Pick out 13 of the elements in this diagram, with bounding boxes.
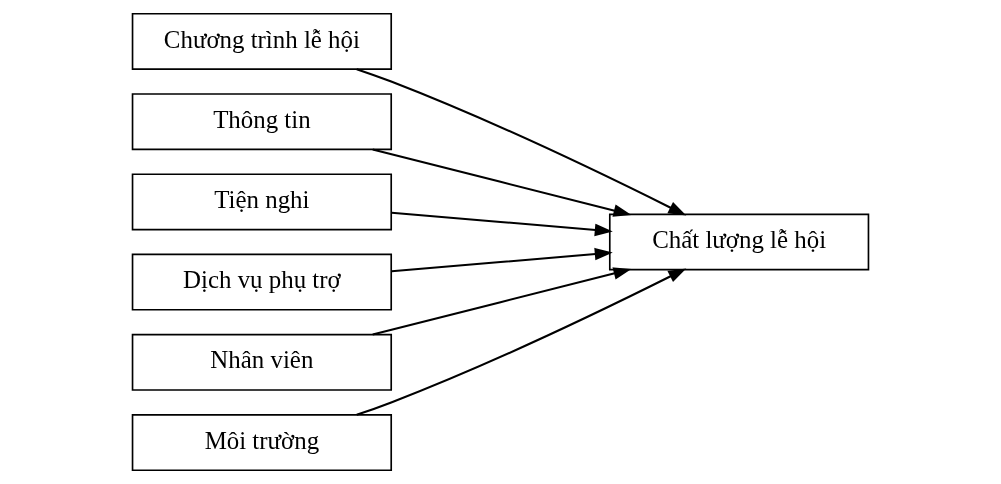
node-box: Chương trình lễ hội <box>131 12 393 70</box>
arrow <box>372 148 632 217</box>
node-box: Thông tin <box>131 93 393 151</box>
node-box: Dịch vụ phụ trợ <box>131 253 393 311</box>
node-box: Chất lượng lễ hội <box>608 213 870 271</box>
arrow <box>356 268 687 416</box>
arrow <box>372 267 632 336</box>
arrow <box>391 211 613 237</box>
arrow <box>391 247 613 273</box>
arrow <box>356 68 687 216</box>
node-box: Môi trường <box>131 414 393 472</box>
node-box: Tiện nghi <box>131 173 393 231</box>
node-box: Nhân viên <box>131 333 393 391</box>
